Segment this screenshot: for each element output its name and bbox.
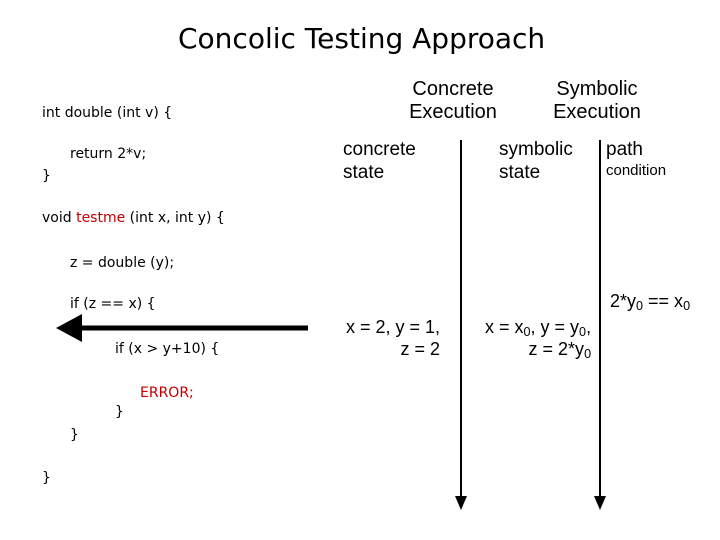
code-testme-suffix: (int x, int y) {: [125, 210, 225, 226]
concrete-values-line1: x = 2, y = 1,: [346, 317, 441, 337]
path-lhs-subscript: 0: [636, 299, 644, 314]
symbolic-values-line1: x = x0, y = y0,: [485, 316, 591, 338]
execution-pointer-arrowhead: [56, 314, 82, 342]
code-assign: z = double (y);: [70, 255, 175, 271]
concrete-timeline-arrowhead: [455, 496, 467, 510]
sym-x-subscript: 0: [523, 325, 531, 340]
path-condition-label: path condition: [606, 138, 666, 181]
slide-title: Concolic Testing Approach: [178, 22, 546, 55]
symbolic-header-line2: Execution: [553, 101, 641, 123]
path-rhs: == x: [643, 291, 684, 311]
sym-z-text: z = 2*y: [528, 339, 585, 359]
concrete-state-values: x = 2, y = 1, z = 2: [346, 316, 440, 360]
code-double-body: return 2*v;: [70, 146, 147, 162]
symbolic-header-line1: Symbolic: [556, 78, 638, 100]
code-close-middle: }: [70, 427, 79, 443]
concrete-values-line2: z = 2: [400, 339, 441, 359]
path-condition-line1: path: [606, 139, 643, 160]
code-double-close: }: [42, 168, 51, 184]
symbolic-execution-header: Symbolic Execution: [546, 78, 648, 124]
symbolic-timeline-arrowhead: [594, 496, 606, 510]
sym-z-subscript: 0: [584, 347, 592, 362]
code-error: ERROR;: [140, 385, 194, 401]
code-close-outer: }: [42, 470, 51, 486]
concrete-header-line1: Concrete: [412, 78, 494, 100]
symbolic-state-line2: state: [499, 162, 541, 183]
concrete-header-line2: Execution: [409, 101, 497, 123]
code-testme-signature: void testme (int x, int y) {: [42, 210, 225, 226]
path-condition-line2: condition: [606, 162, 667, 179]
sym-comma: ,: [586, 317, 592, 337]
code-close-inner: }: [115, 404, 124, 420]
code-if-x-gt-y: if (x > y+10) {: [115, 341, 220, 357]
symbolic-state-label: symbolic state: [499, 138, 573, 184]
code-testme-prefix: void: [42, 210, 77, 226]
sym-y-text: , y = y: [530, 317, 580, 337]
concrete-execution-header: Concrete Execution: [402, 78, 504, 124]
concrete-state-line2: state: [343, 162, 385, 183]
concrete-state-label: concrete state: [343, 138, 416, 184]
symbolic-state-line1: symbolic: [499, 139, 573, 160]
code-testme-name: testme: [76, 210, 126, 226]
symbolic-values-line2: z = 2*y0: [485, 338, 592, 362]
code-double-signature: int double (int v) {: [42, 105, 173, 121]
concrete-state-line1: concrete: [343, 139, 416, 160]
code-if-z-eq-x: if (z == x) {: [70, 296, 156, 312]
path-rhs-subscript: 0: [683, 299, 691, 314]
sym-y-subscript: 0: [579, 325, 587, 340]
path-condition-value: 2*y0 == x0: [610, 290, 690, 312]
sym-x-text: x = x: [485, 317, 524, 337]
symbolic-state-values: x = x0, y = y0, z = 2*y0: [485, 316, 591, 360]
path-lhs: 2*y: [610, 291, 637, 311]
